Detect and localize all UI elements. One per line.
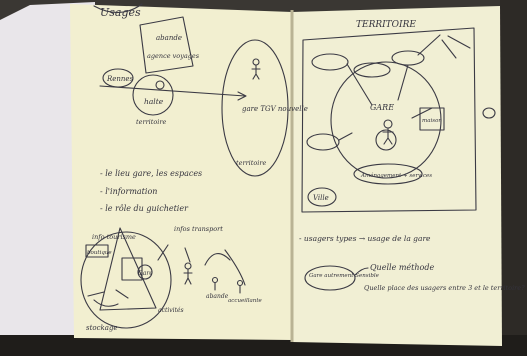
agence-voyages-box: [139, 16, 194, 74]
svg-text:territoire: territoire: [136, 118, 166, 126]
gare-autrement-oval: [304, 265, 356, 291]
svg-text:Aménagement + services: Aménagement + services: [360, 172, 432, 179]
left-sketch: Usages abande agence voyages Rennes halt…: [80, 3, 308, 332]
halte-node: [132, 74, 174, 116]
svg-text:Quelle place des usagers entre: Quelle place des usagers entre 3 et le t…: [364, 284, 525, 292]
svg-text:gare TGV nouvelle: gare TGV nouvelle: [242, 105, 308, 113]
svg-text:halte: halte: [144, 97, 164, 106]
svg-text:Gare autrement Sensible: Gare autrement Sensible: [309, 273, 380, 279]
bullet-information: - l'information: [100, 187, 157, 196]
svg-text:Quelle méthode: Quelle méthode: [370, 263, 434, 272]
svg-text:activités: activités: [158, 307, 184, 314]
svg-text:stockage: stockage: [86, 324, 118, 332]
territoire-frame: [301, 27, 477, 213]
svg-text:abande: abande: [156, 34, 182, 42]
bullet-usagers: - usagers types → usage de la gare: [299, 234, 431, 243]
svg-text:GARE: GARE: [370, 103, 394, 112]
right-sketch: TERRITOIRE GARE maison Aménagement + ser…: [299, 20, 525, 292]
svg-text:Rennes: Rennes: [106, 75, 134, 83]
dark-strip-right: [500, 0, 527, 356]
amenagement-services: [353, 163, 423, 185]
main-arrow: [99, 85, 246, 97]
svg-text:abande: abande: [206, 293, 229, 300]
gare-center-oval: [330, 61, 442, 179]
svg-text:Gare: Gare: [138, 270, 153, 277]
svg-text:agence voyages: agence voyages: [147, 52, 200, 60]
bullet-lieu-gare: - le lieu gare, les espaces: [100, 169, 202, 178]
right-page: [292, 6, 502, 346]
right-heading: TERRITOIRE: [356, 20, 416, 30]
svg-text:info tourisme: info tourisme: [92, 233, 136, 241]
svg-text:territoire: territoire: [236, 159, 266, 167]
svg-text:infos transport: infos transport: [174, 225, 223, 233]
svg-text:Ville: Ville: [313, 194, 329, 202]
svg-text:maison: maison: [422, 118, 442, 124]
ville-node: [307, 187, 337, 207]
svg-text:boutique: boutique: [87, 250, 112, 256]
svg-text:accueillante: accueillante: [228, 298, 263, 304]
territoire-ellipse: [221, 39, 289, 177]
bullet-guichetier: - le rôle du guichetier: [100, 204, 189, 213]
gare-territory-oval: [80, 231, 172, 329]
